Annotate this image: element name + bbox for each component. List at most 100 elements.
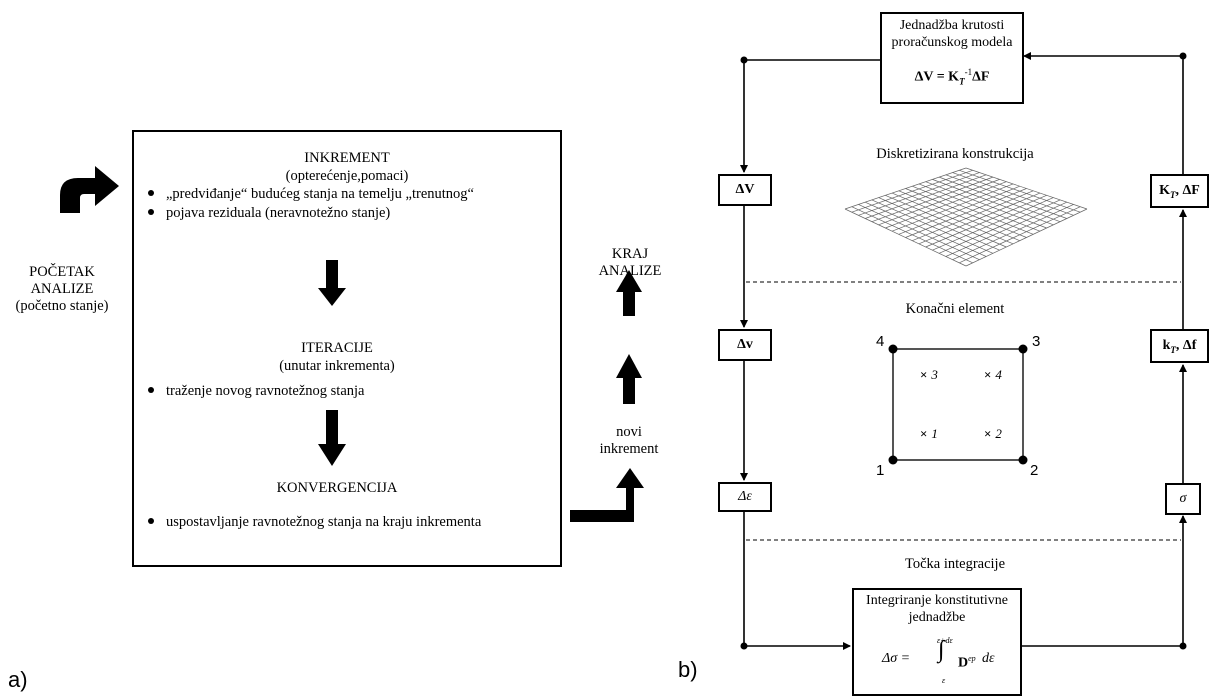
mesh-line (952, 172, 1074, 216)
panel-a-label: a) (8, 667, 28, 692)
integration-point-label: Točka integracije (904, 556, 1006, 572)
box-sigma: σ (1165, 483, 1201, 515)
gauss-point-1: ×1 (920, 426, 938, 442)
stiffness-line2: proračunskog modela (891, 35, 1013, 50)
finite-element (888, 344, 1028, 465)
gauss-point-3: ×3 (920, 367, 938, 383)
stiffness-equation-box: Jednadžba krutosti proračunskog modela Δ… (880, 12, 1024, 104)
node-label-1: 1 (876, 462, 885, 479)
int-integrand: Dep (958, 650, 976, 672)
process-box (132, 130, 562, 567)
mesh-line (965, 208, 1088, 267)
cross-icon: × (984, 367, 992, 382)
mesh-line (938, 199, 1061, 254)
integration-line2: jednadžbe (908, 610, 966, 625)
convergence-title: KONVERGENCIJA (276, 480, 398, 496)
iterations-subtitle: (unutar inkrementa) (279, 358, 395, 374)
gauss-point-1-label: 1 (931, 426, 938, 441)
cross-icon: × (920, 426, 928, 441)
box-k-deltaf: kT, Δf (1150, 329, 1209, 363)
integration-line1: Integriranje konstitutivne (866, 593, 1008, 608)
eq-sub: T (959, 76, 965, 87)
box-K-text: K (1159, 183, 1171, 198)
node-label-2: 2 (1030, 462, 1039, 479)
mesh-line (959, 169, 1081, 213)
box-delta-V: ΔV (718, 174, 772, 206)
node-1 (888, 455, 898, 465)
box-K-deltaF: KT, ΔF (1150, 174, 1209, 208)
start-line2: ANALIZE (30, 281, 94, 297)
iterations-bullet: traženje novog ravnotežnog stanja (148, 383, 365, 400)
int-lhs: Δσ = (882, 651, 911, 666)
new-increment-line2: inkrement (599, 441, 659, 457)
bullet-icon (148, 518, 154, 524)
box-delta-v-text: Δv (737, 337, 753, 352)
node-label-3: 3 (1032, 333, 1041, 350)
down-arrow-icon (318, 260, 346, 306)
bullet-icon (148, 209, 154, 215)
gauss-point-2-label: 2 (995, 426, 1002, 441)
int-sup: ep (968, 654, 976, 663)
eq-sup: -1 (964, 67, 973, 77)
end-line2: ANALIZE (598, 263, 662, 279)
discretized-label: Diskretizirana konstrukcija (876, 146, 1034, 162)
node-4 (888, 344, 898, 354)
end-line1: KRAJ (611, 246, 649, 262)
gauss-point-4-label: 4 (995, 367, 1002, 382)
stiffness-equation: ΔV = KT-1ΔF (882, 64, 1022, 90)
bullet-icon (148, 387, 154, 393)
box-k-tail: , Δf (1175, 338, 1197, 353)
increment-bullet-text: „predviđanje“ budućeg stanja na temelju … (166, 186, 474, 202)
panel-b-label: b) (678, 657, 698, 682)
int-D: D (958, 655, 969, 671)
box-k-sub: T (1170, 344, 1176, 355)
box-delta-epsilon-text: Δε (738, 489, 752, 504)
stiffness-line1: Jednadžba krutosti (899, 18, 1005, 33)
mesh-line (965, 167, 1088, 210)
int-sign: ∫ (938, 637, 945, 663)
mesh-line (959, 206, 1081, 264)
down-arrow-icon (318, 410, 346, 466)
eq-tail: ΔF (972, 69, 990, 85)
increment-bullet: pojava reziduala (neravnotežno stanje) (148, 205, 390, 222)
new-increment-line1: novi (616, 424, 642, 440)
integration-box: Integriranje konstitutivne jednadžbe Δσ … (852, 588, 1022, 696)
start-line3: (početno stanje) (15, 298, 109, 314)
gauss-point-3-label: 3 (931, 367, 938, 382)
box-delta-v: Δv (718, 329, 772, 361)
start-label: POČETAK ANALIZE (početno stanje) (0, 264, 124, 315)
new-increment-label: novi inkrement (584, 424, 674, 458)
box-k-text: k (1162, 338, 1171, 353)
integration-equation: Δσ = ε+dε ∫ ε Dep dε (854, 626, 1020, 686)
iterations-bullet-text: traženje novog ravnotežnog stanja (166, 383, 365, 399)
gauss-point-2: ×2 (984, 426, 1002, 442)
mesh-line (945, 201, 1067, 257)
end-label: KRAJ ANALIZE (585, 246, 675, 280)
gauss-point-4: ×4 (984, 367, 1002, 383)
discretized-mesh (844, 167, 1088, 267)
int-lower: ε (942, 676, 946, 685)
node-2 (1018, 455, 1028, 465)
finite-element-label: Konačni element (905, 301, 1005, 317)
up-arrow-icon (616, 354, 642, 404)
box-K-tail: , ΔF (1175, 183, 1200, 198)
box-K-sub: T (1170, 189, 1176, 200)
up-arrow-icon (616, 270, 642, 316)
box-sigma-text: σ (1179, 491, 1187, 506)
box-delta-V-text: ΔV (735, 182, 755, 197)
convergence-bullet-text: uspostavljanje ravnotežnog stanja na kra… (166, 514, 482, 530)
int-upper: ε+dε (937, 636, 953, 645)
iterations-title: ITERACIJE (301, 340, 373, 356)
increment-subtitle: (opterećenje,pomaci) (285, 168, 409, 184)
loop-arrow-icon (570, 468, 644, 522)
node-label-4: 4 (876, 333, 885, 350)
convergence-bullet: uspostavljanje ravnotežnog stanja na kra… (148, 514, 481, 531)
int-tail: dε (982, 651, 995, 666)
start-line1: POČETAK (29, 264, 95, 280)
increment-title: INKREMENT (304, 150, 390, 166)
mesh-line (952, 204, 1074, 260)
cross-icon: × (984, 426, 992, 441)
